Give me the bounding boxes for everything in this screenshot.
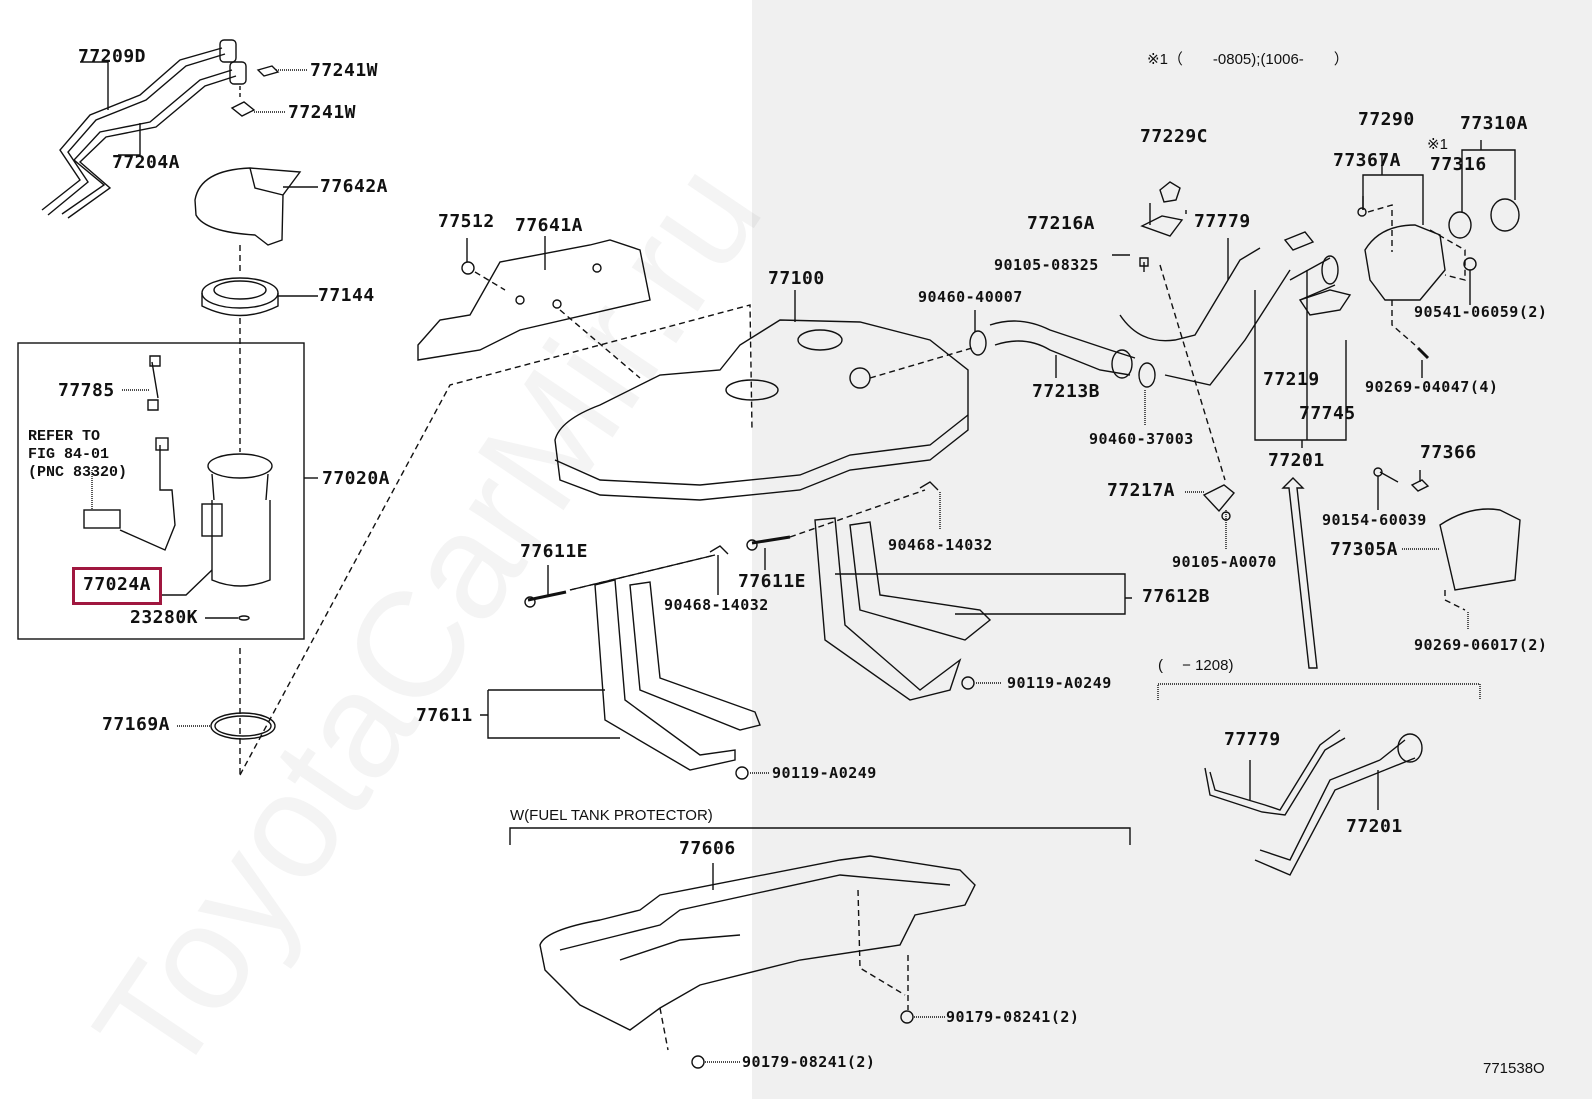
direction-arrow	[1281, 477, 1318, 669]
figure-number: 771538O	[1483, 1060, 1545, 1077]
part-label-90179-08241-b[interactable]: 90179-08241(2)	[742, 1053, 876, 1071]
part-label-77611[interactable]: 77611	[416, 705, 473, 726]
filler-pipe-section-label: ( − 1208)	[1158, 657, 1234, 674]
part-label-77745[interactable]: 77745	[1299, 403, 1356, 424]
tank-strap-77612B-drawing	[814, 517, 992, 701]
part-label-90269-04047[interactable]: 90269-04047(4)	[1365, 378, 1499, 396]
bolt-90119-A0249-a-drawing	[735, 766, 749, 780]
filler-hose-77213B-drawing	[989, 320, 1136, 379]
part-label-77201-b[interactable]: 77201	[1346, 816, 1403, 837]
part-label-77785[interactable]: 77785	[58, 380, 115, 401]
part-label-77641A[interactable]: 77641A	[515, 215, 584, 236]
selected-part-highlight	[72, 567, 162, 605]
part-label-77216A[interactable]: 77216A	[1027, 213, 1096, 234]
fuel-tank-77100-drawing	[554, 319, 969, 501]
part-label-90460-40007[interactable]: 90460-40007	[918, 288, 1023, 306]
part-label-90468-14032-a[interactable]: 90468-14032	[664, 596, 769, 614]
tank-bracket-77641A-drawing	[417, 239, 651, 361]
part-label-77367A[interactable]: 77367A	[1333, 150, 1402, 171]
fuel-tank-protector-section-label: W(FUEL TANK PROTECTOR)	[510, 807, 713, 824]
part-label-90541-06059[interactable]: 90541-06059(2)	[1414, 303, 1548, 321]
clamp-90460-40007-drawing	[969, 330, 987, 356]
filler-housing-77290-drawing	[1364, 224, 1446, 301]
part-label-77020A[interactable]: 77020A	[322, 468, 391, 489]
part-label-90460-37003[interactable]: 90460-37003	[1089, 430, 1194, 448]
part-label-77209D[interactable]: 77209D	[78, 46, 147, 67]
filler-pipe-77201-drawing	[1283, 231, 1339, 301]
part-label-90154-60039[interactable]: 90154-60039	[1322, 511, 1427, 529]
part-label-90468-14032-b[interactable]: 90468-14032	[888, 536, 993, 554]
part-label-90119-A0249-a[interactable]: 90119-A0249	[772, 764, 877, 782]
vapor-hose-77204A-drawing	[61, 61, 247, 219]
clip-77229C-drawing	[1159, 181, 1181, 203]
filler-pipe-assembly-1208-drawing	[1204, 729, 1423, 876]
part-label-77024A[interactable]: 77024A	[83, 574, 152, 595]
clip-77241W-b-drawing	[230, 101, 256, 117]
retainer-ring-77144-drawing	[201, 277, 279, 317]
pipe-protector-77745-drawing	[1298, 289, 1352, 316]
gasket-77169A-drawing	[210, 712, 276, 740]
clamp-77217A-drawing	[1202, 484, 1235, 513]
part-label-77606[interactable]: 77606	[679, 838, 736, 859]
part-label-90119-A0249-b[interactable]: 90119-A0249	[1007, 674, 1112, 692]
part-label-77612B[interactable]: 77612B	[1142, 586, 1211, 607]
gasket-77316-drawing	[1448, 211, 1472, 239]
part-label-90105-08325[interactable]: 90105-08325	[994, 256, 1099, 274]
part-label-77204A[interactable]: 77204A	[112, 152, 181, 173]
part-label-77217A[interactable]: 77217A	[1107, 480, 1176, 501]
part-label-77305A[interactable]: 77305A	[1330, 539, 1399, 560]
part-label-77100[interactable]: 77100	[768, 268, 825, 289]
protector-section-bracket	[509, 827, 1131, 845]
refer-to-figure-note[interactable]: REFER TO FIG 84-01 (PNC 83320)	[28, 428, 128, 481]
background-left-panel	[0, 0, 752, 1099]
part-label-90105-A0070[interactable]: 90105-A0070	[1172, 553, 1277, 571]
part-label-77290[interactable]: 77290	[1358, 109, 1415, 130]
tank-strap-77611-drawing	[594, 579, 761, 771]
part-label-77611E-a[interactable]: 77611E	[520, 541, 589, 562]
breather-tube-77779-drawing	[1119, 247, 1291, 386]
part-label-77241W-b[interactable]: 77241W	[288, 102, 357, 123]
fuel-tank-protector-77606-drawing	[539, 855, 976, 1031]
nut-77512-drawing	[461, 261, 475, 275]
fuel-filler-door-77305A-drawing	[1439, 508, 1521, 591]
part-label-77779-b[interactable]: 77779	[1224, 729, 1281, 750]
part-note-mark-77316: ※1	[1427, 136, 1448, 153]
part-label-77611E-b[interactable]: 77611E	[738, 571, 807, 592]
part-label-77213B[interactable]: 77213B	[1032, 381, 1101, 402]
part-label-23280K[interactable]: 23280K	[130, 607, 199, 628]
model-year-note: ※1（ -0805);(1006- ）	[1147, 51, 1349, 68]
part-label-77779-a[interactable]: 77779	[1194, 211, 1251, 232]
hose-clamp-77216A-drawing	[1140, 215, 1184, 237]
part-label-77169A[interactable]: 77169A	[102, 714, 171, 735]
fuel-sender-gauge-drawing	[119, 445, 176, 551]
vapor-hose-77209D-drawing	[41, 39, 237, 216]
part-label-77316[interactable]: 77316	[1430, 154, 1487, 175]
bolt-90179-08241-b-drawing	[691, 1055, 705, 1069]
part-label-90179-08241-a[interactable]: 90179-08241(2)	[946, 1008, 1080, 1026]
part-label-77229C[interactable]: 77229C	[1140, 126, 1209, 147]
bolt-90179-08241-a-drawing	[900, 1010, 914, 1024]
part-label-77512[interactable]: 77512	[438, 211, 495, 232]
clamp-90460-37003-drawing	[1138, 362, 1156, 388]
clip-77241W-a-drawing	[256, 65, 280, 77]
bolt-90119-A0249-b-drawing	[961, 676, 975, 690]
fuel-cap-77310A-drawing	[1490, 198, 1520, 232]
part-label-77201-a[interactable]: 77201	[1268, 450, 1325, 471]
part-label-77241W-a[interactable]: 77241W	[310, 60, 379, 81]
pump-cover-77642A-drawing	[194, 167, 302, 246]
fuel-pump-77020A-drawing	[201, 453, 273, 587]
part-label-77642A[interactable]: 77642A	[320, 176, 389, 197]
fuel-pump-assembly-box	[17, 342, 305, 640]
part-label-77366[interactable]: 77366	[1420, 442, 1477, 463]
part-label-77144[interactable]: 77144	[318, 285, 375, 306]
part-label-77219[interactable]: 77219	[1263, 369, 1320, 390]
wire-77785-drawing	[147, 355, 161, 411]
part-label-77310A[interactable]: 77310A	[1460, 113, 1529, 134]
part-label-90269-06017[interactable]: 90269-06017(2)	[1414, 636, 1548, 654]
